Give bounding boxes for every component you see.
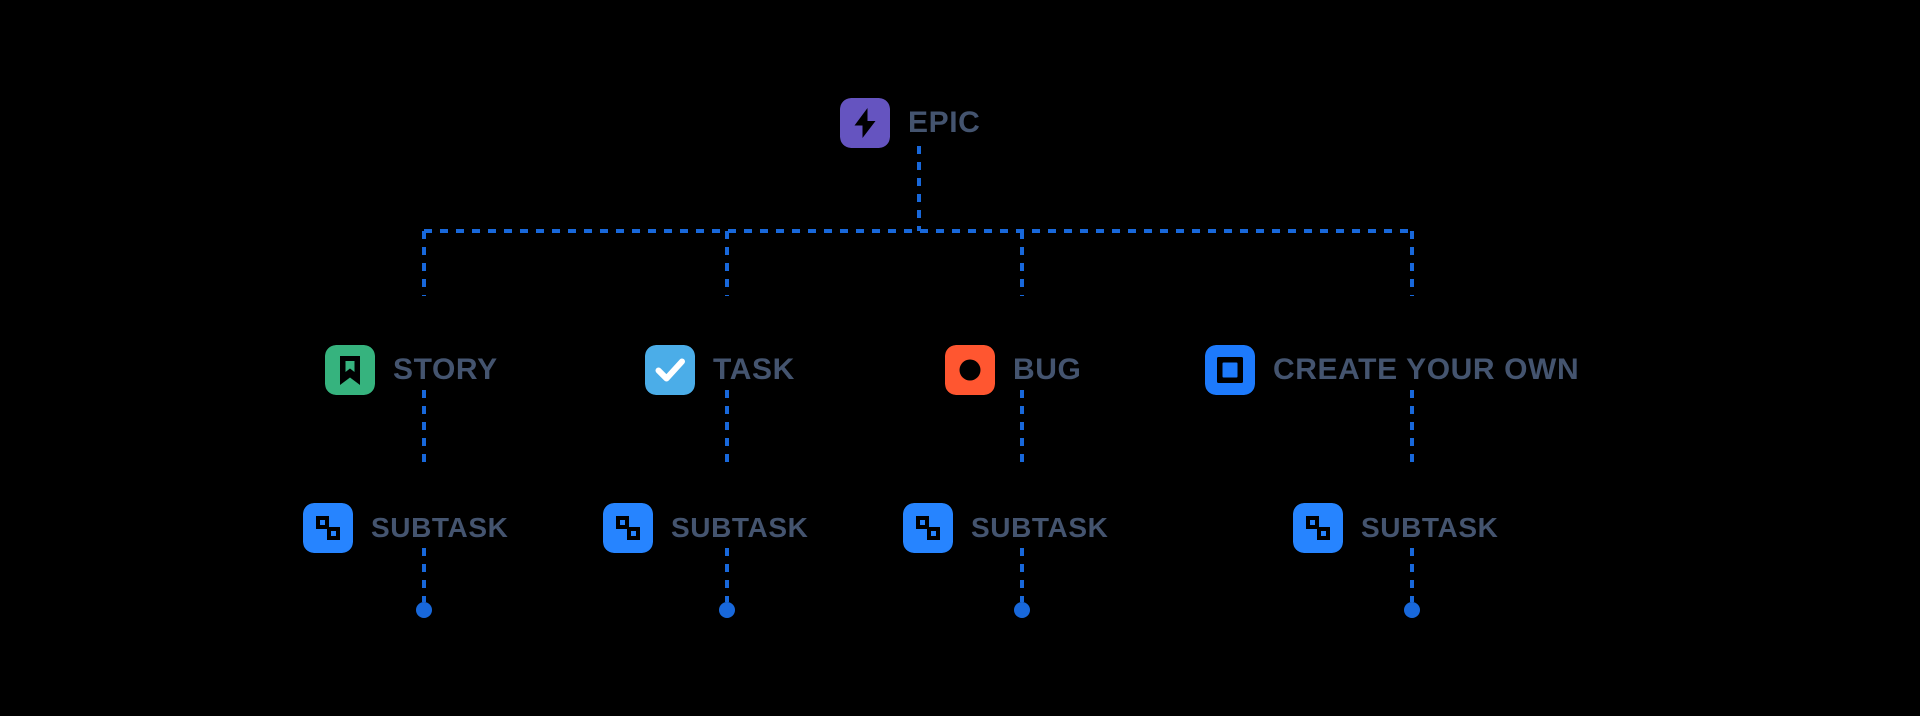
node-task[interactable]: TASK	[645, 345, 795, 395]
epic-lightning-icon	[840, 98, 890, 148]
subtask-nodes-icon	[1293, 503, 1343, 553]
subtask-nodes-icon	[903, 503, 953, 553]
node-label-subtask-4: SUBTASK	[1361, 512, 1499, 543]
node-label-create-your-own: CREATE YOUR OWN	[1273, 353, 1580, 386]
bug-circle-icon	[945, 345, 995, 395]
node-story[interactable]: STORY	[325, 345, 498, 395]
node-label-epic: EPIC	[908, 106, 981, 139]
node-label-subtask-2: SUBTASK	[671, 512, 809, 543]
node-create-your-own[interactable]: CREATE YOUR OWN	[1205, 345, 1579, 395]
node-subtask-3[interactable]: SUBTASK	[903, 503, 1108, 553]
node-label-task: TASK	[713, 353, 795, 386]
subtask-nodes-icon	[303, 503, 353, 553]
task-check-icon	[645, 345, 695, 395]
subtask-nodes-icon	[603, 503, 653, 553]
node-label-bug: BUG	[1013, 353, 1082, 386]
node-label-subtask-3: SUBTASK	[971, 512, 1109, 543]
create-square-icon	[1205, 345, 1255, 395]
story-bookmark-icon	[325, 345, 375, 395]
node-subtask-4[interactable]: SUBTASK	[1293, 503, 1498, 553]
node-label-story: STORY	[393, 353, 498, 386]
endpoint-dot-2	[719, 602, 735, 618]
node-subtask-1[interactable]: SUBTASK	[303, 503, 508, 553]
node-subtask-2[interactable]: SUBTASK	[603, 503, 808, 553]
endpoint-dot-3	[1014, 602, 1030, 618]
node-bug[interactable]: BUG	[945, 345, 1081, 395]
endpoint-dot-1	[416, 602, 432, 618]
node-epic[interactable]: EPIC	[840, 98, 980, 148]
endpoint-dot-4	[1404, 602, 1420, 618]
node-label-subtask-1: SUBTASK	[371, 512, 509, 543]
